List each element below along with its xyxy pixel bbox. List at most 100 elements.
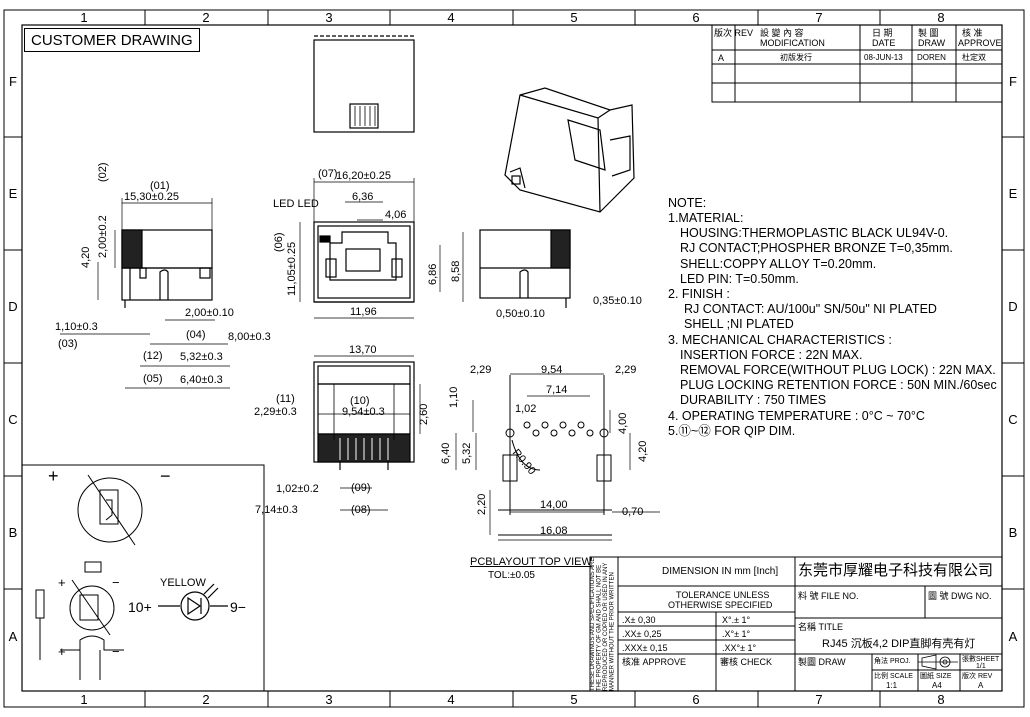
row-label: A — [1009, 629, 1018, 644]
col-label: 1 — [80, 692, 87, 707]
row-label: E — [9, 186, 18, 201]
note-line: PLUG LOCKING RETENTION FORCE : 50N MIN./… — [680, 378, 997, 392]
dim-2-29: 2,29±0.3 — [254, 406, 297, 418]
pcb-title: PCBLAYOUT TOP VIEW — [470, 556, 592, 568]
col-label: 8 — [937, 692, 944, 707]
dim-6-86: 6,86 — [427, 263, 439, 285]
dim-0-35: 0,35±0.10 — [593, 295, 642, 307]
col-label: 1 — [80, 10, 87, 25]
pcb-16-08: 16,08 — [540, 525, 568, 537]
note-line: SHELL:COPPY ALLOY T=0.20mm. — [680, 257, 877, 271]
column-ticks — [4, 10, 1024, 707]
col-label: 7 — [815, 10, 822, 25]
tol-angle-2: .X°± 1° — [722, 629, 751, 639]
col-label: 4 — [447, 692, 454, 707]
balloon-03: (03) — [58, 338, 78, 350]
tol-linear-2: .XX± 0,25 — [622, 629, 662, 639]
balloon-10: (10) — [350, 395, 370, 407]
draw-value: DOREN — [917, 53, 946, 62]
balloon-07: (07) — [318, 168, 338, 180]
balloon-12: (12) — [143, 350, 163, 362]
pcb-layout — [498, 375, 612, 536]
note-line: 1.MATERIAL: — [668, 211, 744, 225]
col-label: 3 — [325, 692, 332, 707]
pcb-tolerance: TOL:±0.05 — [488, 570, 535, 581]
mod-header: MODIFICATION — [760, 38, 825, 48]
size-label: 圖紙 SIZE — [920, 673, 952, 680]
tolerance-heading-2: OTHERWISE SPECIFIED — [668, 600, 773, 610]
column-labels: 1 2 3 4 5 6 7 8 1 2 3 4 5 6 7 8 — [80, 10, 944, 707]
row-label: C — [8, 412, 17, 427]
dim-13-70: 13,70 — [349, 344, 377, 356]
dim-2-00: 2,00±0.2 — [97, 215, 109, 258]
tol-angle-3: .XX°± 1° — [722, 643, 757, 653]
row-labels: F E D C B A F E D C B A — [8, 74, 1017, 644]
company-name: 东莞市厚耀电子科技有限公司 — [798, 562, 994, 579]
col-label: 7 — [815, 692, 822, 707]
note-line: SHELL ;NI PLATED — [684, 317, 794, 331]
balloon-09: (09) — [351, 482, 371, 494]
pcb-0-70: 0,70 — [622, 506, 644, 518]
pcb-2-29-left: 2,29 — [470, 364, 492, 376]
inner-frame — [21, 24, 1003, 692]
top-view — [313, 35, 415, 133]
dim-6-36: 6,36 — [352, 191, 374, 203]
note-line: RJ CONTACT;PHOSPHER BRONZE T=0,35mm. — [680, 241, 953, 255]
iso-view — [504, 87, 635, 213]
led-symbol-bottom — [35, 561, 124, 680]
note-heading: NOTE: — [668, 196, 707, 210]
dim-4-06: 4,06 — [385, 209, 407, 221]
approve-header-cn: 核 准 — [962, 28, 983, 38]
led-pin-10: 10+ — [128, 599, 152, 615]
row-label: C — [1008, 412, 1017, 427]
led-plus-bottom: + — [58, 644, 66, 659]
outer-frame — [3, 9, 1025, 708]
balloon-06: (06) — [273, 232, 285, 252]
col-label: 2 — [202, 692, 209, 707]
balloon-11: (11) — [276, 393, 295, 405]
scale-label: 比例 SCALE — [874, 673, 913, 680]
col-label: 2 — [202, 10, 209, 25]
col-label: 4 — [447, 10, 454, 25]
note-line: 5.⑪~⑫ FOR QIP DIM. — [668, 424, 796, 438]
note-line: 4. OPERATING TEMPERATURE : 0°C ~ 70°C — [668, 409, 925, 423]
dim-7-14: 7,14±0.3 — [255, 504, 298, 516]
col-label: 5 — [570, 692, 577, 707]
row-label: F — [9, 74, 17, 89]
pcb-5-32: 5,32 — [461, 442, 473, 464]
balloon-01: (01) — [150, 180, 170, 192]
note-line: RJ CONTACT: AU/100u" SN/50u" NI PLATED — [684, 302, 937, 316]
mod-header-cn: 設 變 內 容 — [760, 28, 804, 38]
note-line: REMOVAL FORCE(WITHOUT PLUG LOCK) : 22N M… — [680, 363, 996, 377]
revision-table — [711, 24, 1003, 103]
page-title: CUSTOMER DRAWING — [24, 28, 200, 52]
pcb-4-00: 4,00 — [617, 412, 629, 434]
dimension-lines — [60, 178, 660, 541]
projection-symbol — [918, 654, 958, 670]
note-line: 2. FINISH : — [668, 287, 730, 301]
tol-linear-3: .XXX± 0,15 — [622, 643, 668, 653]
dim-6-40: 6,40±0.3 — [180, 374, 223, 386]
rev-header: 版次 REV — [714, 28, 754, 38]
dim-1-10: 1,10±0.3 — [55, 321, 98, 333]
led-minus-bottom: − — [112, 644, 120, 659]
led-minus-top: − — [160, 466, 171, 486]
led-pin-9: 9− — [230, 599, 246, 615]
disclaimer: THESE DRAWINGS AND SPECIFICATIONS ARE TH… — [590, 557, 616, 691]
pcb-14-00: 14,00 — [540, 499, 568, 511]
rev-value-block: A — [978, 681, 984, 690]
front-view — [313, 221, 415, 303]
pcb-9-54: 9,54 — [541, 364, 563, 376]
dim-8-00: 8,00±0.3 — [228, 331, 271, 343]
pcb-7-14: 7,14 — [546, 384, 568, 396]
led-plus-mid: + — [58, 575, 66, 590]
approve-header: APPROVE — [958, 38, 1002, 48]
dim-0-50: 0,50±0.10 — [496, 308, 545, 320]
dim-1-02: 1,02±0.2 — [276, 483, 319, 495]
tol-linear-1: .X± 0,30 — [622, 615, 656, 625]
row-label: D — [8, 299, 17, 314]
col-label: 6 — [692, 692, 699, 707]
dim-9-54: 9,54±0.3 — [342, 406, 385, 418]
note-line: INSERTION FORCE : 22N MAX. — [680, 348, 863, 362]
dwg-no-label: 圖 號 DWG NO. — [928, 591, 992, 601]
